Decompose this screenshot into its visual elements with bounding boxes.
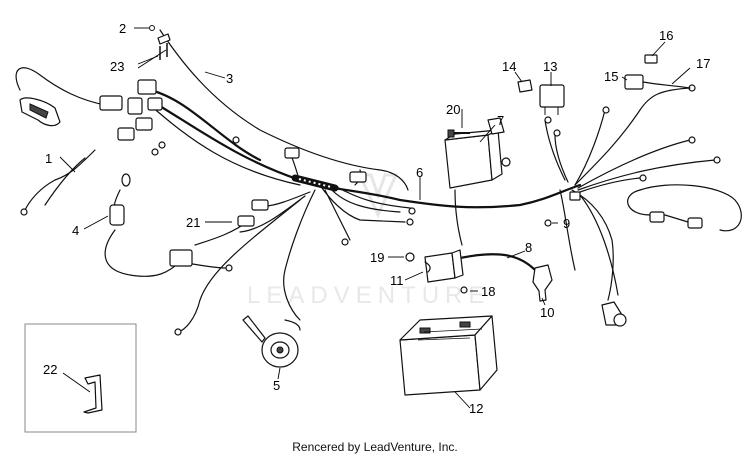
- watermark-logo: LEADVENTURE: [247, 173, 490, 309]
- callout-13: 13: [543, 59, 557, 74]
- main-wiring-harness: [15, 29, 716, 333]
- callout-2: 2: [119, 21, 126, 36]
- callout-17: 17: [696, 56, 710, 71]
- part-nut: [405, 252, 415, 262]
- callout-16: 16: [659, 28, 673, 43]
- part-cdi-unit: [444, 117, 511, 189]
- callout-8: 8: [525, 240, 532, 255]
- part-regulator: [424, 249, 464, 283]
- handlebar-switch: [19, 97, 61, 127]
- part-bolt: [447, 129, 470, 138]
- part-small-bolt: [460, 286, 468, 294]
- harness-sheath: [291, 174, 339, 192]
- callout-23: 23: [110, 59, 124, 74]
- side-lead-loop: [627, 184, 742, 232]
- callout-20: 20: [446, 102, 460, 117]
- part-fuse-holder: [109, 173, 131, 226]
- callout-18: 18: [481, 284, 495, 299]
- part-connector-block: [624, 54, 691, 90]
- callout-15: 15: [604, 69, 618, 84]
- callout-labels: 1 2 3 4 5 6 7 8 9 10 11 12 13 14 15 16 1…: [43, 21, 710, 416]
- callout-9: 9: [563, 216, 570, 231]
- callout-6: 6: [416, 165, 423, 180]
- part-washer: [544, 219, 552, 227]
- callout-10: 10: [540, 305, 554, 320]
- part-spark-plug-cap: [532, 264, 553, 302]
- watermark-text: LEADVENTURE: [247, 282, 490, 309]
- part-relay: [539, 84, 565, 115]
- callout-3: 3: [226, 71, 233, 86]
- callout-22: 22: [43, 362, 57, 377]
- inset-box: [24, 323, 137, 433]
- callout-4: 4: [72, 223, 79, 238]
- part-clip: [83, 374, 103, 414]
- part-lead-cap: [601, 301, 627, 327]
- callout-11: 11: [390, 273, 404, 288]
- callout-14: 14: [502, 59, 516, 74]
- callout-1: 1: [45, 151, 52, 166]
- part-bracket: [157, 33, 171, 60]
- callout-21: 21: [186, 215, 200, 230]
- leader-lines: [59, 27, 691, 409]
- callout-7: 7: [497, 113, 504, 128]
- part-battery: [399, 315, 498, 396]
- part-horn: [242, 315, 301, 368]
- part-small-block: [517, 79, 533, 93]
- harness-connectors: [20, 79, 721, 336]
- callout-12: 12: [469, 401, 483, 416]
- part-screw: [149, 25, 155, 31]
- callout-19: 19: [370, 250, 384, 265]
- callout-5: 5: [273, 378, 280, 393]
- footer-credit: Rencered by LeadVenture, Inc.: [292, 440, 458, 454]
